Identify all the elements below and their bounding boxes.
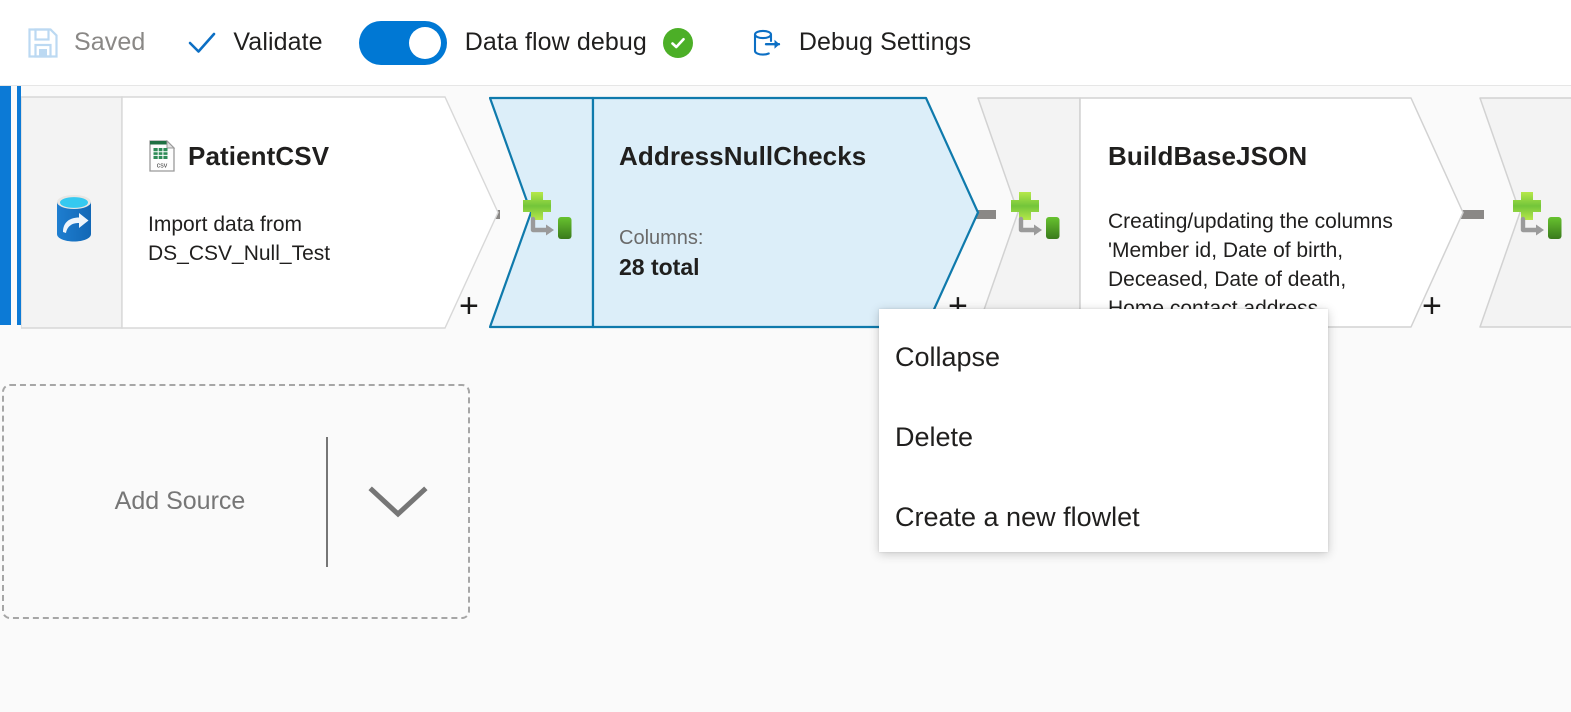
node-buildbasejson[interactable]: BuildBaseJSON Creating/updating the colu…	[977, 96, 1467, 329]
node-columns-label: Columns:	[619, 227, 704, 249]
node-shape	[489, 96, 980, 329]
context-menu-item-collapse[interactable]: Collapse	[879, 317, 1328, 397]
node-next-transformation[interactable]	[1479, 96, 1571, 329]
context-menu-item-label: Delete	[895, 421, 974, 452]
save-floppy-icon	[26, 26, 60, 60]
graph-canvas[interactable]: csv PatientCSV Import data from DS_CSV_N…	[0, 86, 1571, 712]
stream-rail-primary	[0, 86, 11, 325]
node-columns-value: 28 total	[619, 254, 700, 280]
add-source-button[interactable]: Add Source	[2, 384, 470, 619]
node-description: Import data from DS_CSV_Null_Test	[148, 213, 331, 265]
validate-button[interactable]: Validate	[177, 15, 330, 71]
node-title-row: csv PatientCSV	[148, 140, 435, 172]
link-transform1-to-transform2	[962, 210, 996, 219]
node-body: AddressNullChecks Columns: 28 total	[593, 96, 929, 329]
source-database-icon	[49, 190, 99, 251]
add-node-plus-3[interactable]: +	[1422, 287, 1442, 325]
save-button[interactable]: Saved	[18, 15, 153, 71]
node-patientcsv[interactable]: csv PatientCSV Import data from DS_CSV_N…	[21, 96, 499, 329]
add-node-plus-1[interactable]: +	[459, 287, 479, 325]
debug-settings-label: Debug Settings	[798, 28, 972, 56]
chevron-down-icon[interactable]	[366, 482, 430, 522]
link-transform2-to-transform3	[1452, 210, 1484, 219]
toggle-knob	[408, 26, 441, 59]
checkmark-icon	[185, 26, 219, 60]
node-description: Creating/updating the columns 'Member id…	[1108, 210, 1393, 320]
context-menu-item-label: Collapse	[895, 341, 1001, 372]
toolbar: Saved Validate Data flow debug	[0, 0, 1571, 86]
derived-column-icon	[1508, 186, 1570, 253]
green-check-circle-icon	[662, 27, 693, 58]
svg-text:csv: csv	[157, 163, 168, 170]
node-body: BuildBaseJSON Creating/updating the colu…	[1080, 96, 1415, 329]
derived-column-icon	[1006, 186, 1068, 253]
save-label: Saved	[74, 28, 146, 56]
node-title: BuildBaseJSON	[1108, 141, 1308, 171]
data-flow-debug-toggle[interactable]	[358, 20, 447, 65]
node-title: PatientCSV	[188, 140, 330, 171]
add-source-divider	[326, 436, 328, 567]
context-menu-item-create-flowlet[interactable]: Create a new flowlet	[879, 477, 1328, 557]
database-export-icon	[749, 25, 785, 61]
context-menu-item-label: Create a new flowlet	[895, 501, 1140, 532]
context-menu-item-delete[interactable]: Delete	[879, 397, 1328, 477]
node-body: csv PatientCSV Import data from DS_CSV_N…	[122, 96, 445, 329]
csv-file-icon: csv	[148, 140, 176, 172]
node-context-menu[interactable]: Collapse Delete Create a new flowlet	[879, 309, 1328, 552]
node-addressnullchecks[interactable]: AddressNullChecks Columns: 28 total +	[489, 96, 985, 329]
debug-settings-button[interactable]: Debug Settings	[741, 15, 979, 71]
derived-column-icon	[518, 186, 580, 253]
node-title: AddressNullChecks	[619, 141, 867, 171]
data-flow-debug-control: Data flow debug	[358, 20, 693, 65]
data-flow-debug-label: Data flow debug	[464, 28, 647, 56]
validate-label: Validate	[233, 28, 323, 56]
node-shape	[21, 96, 499, 329]
add-source-label: Add Source	[114, 487, 246, 515]
stream-rail-secondary	[17, 86, 21, 325]
